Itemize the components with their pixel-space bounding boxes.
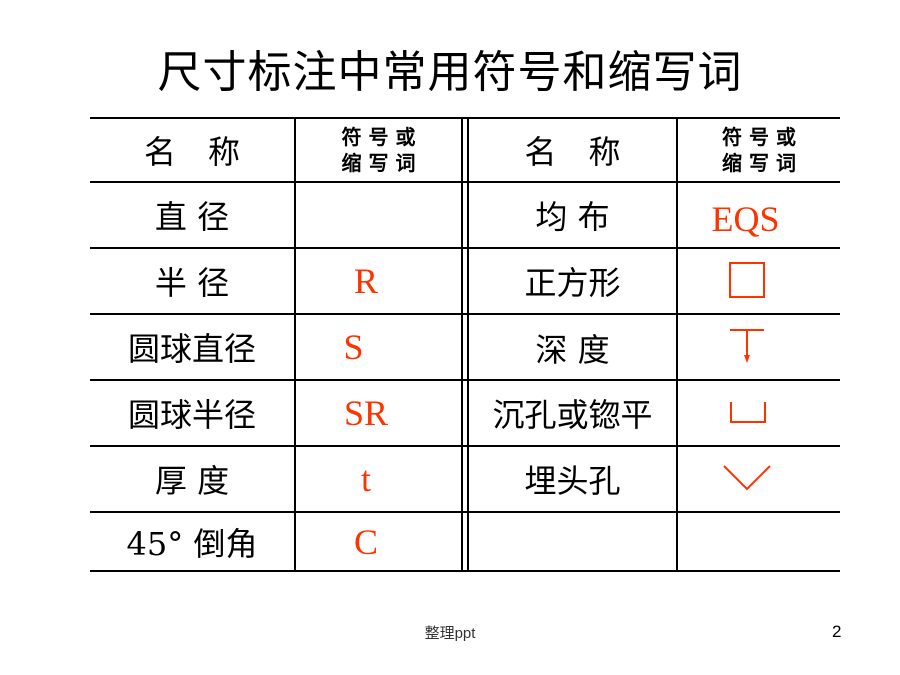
row-symbol — [296, 183, 461, 247]
row-name: 直 径 — [154, 198, 230, 236]
square-icon — [678, 249, 818, 313]
divider — [467, 118, 469, 572]
countersink-icon — [678, 447, 818, 511]
page-title: 尺寸标注中常用符号和缩写词 — [157, 47, 743, 98]
header-name-right: 名 称 — [524, 133, 621, 171]
row-symbol: t — [360, 459, 371, 499]
header-symbol-line2: 缩 写 词 — [722, 151, 796, 175]
row-name: 圆球半径 — [127, 396, 256, 434]
divider — [90, 181, 840, 183]
divider — [90, 117, 840, 119]
row-name: 圆球直径 — [127, 330, 256, 368]
header-symbol: 符 号 或缩 写 词 — [296, 119, 461, 181]
divider — [90, 445, 840, 447]
divider — [90, 570, 840, 572]
row-name: 均 布 — [535, 198, 610, 236]
row-name: 厚 度 — [154, 462, 230, 500]
header-symbol-right: 符 号 或缩 写 词 — [678, 119, 840, 181]
counterbore-icon — [678, 381, 818, 445]
row-name: 45° 倒角 — [126, 524, 258, 563]
divider — [294, 118, 296, 572]
row-symbol: C — [353, 521, 378, 562]
row-name: 深 度 — [535, 331, 610, 369]
row-symbol: EQS — [711, 199, 780, 239]
header-symbol-line1: 符 号 或 — [341, 125, 416, 149]
header-name: 名 称 — [143, 133, 240, 171]
row-symbol: S — [343, 327, 364, 367]
divider — [461, 118, 463, 572]
depth-icon — [678, 315, 818, 379]
header-symbol-line2: 缩 写 词 — [341, 151, 416, 175]
divider — [90, 247, 840, 249]
divider — [90, 511, 840, 513]
divider — [676, 118, 678, 572]
row-name: 正方形 — [524, 264, 621, 302]
row-name: 沉孔或锪平 — [492, 396, 653, 434]
row-name: 半 径 — [154, 264, 230, 302]
header-symbol-line1: 符 号 或 — [722, 125, 796, 149]
row-symbol: SR — [343, 393, 389, 433]
divider — [90, 313, 840, 315]
footer-text: 整理ppt — [424, 625, 476, 642]
row-symbol: R — [353, 261, 378, 301]
divider — [90, 379, 840, 381]
page-number: 2 — [832, 622, 842, 641]
row-name: 埋头孔 — [524, 462, 621, 500]
